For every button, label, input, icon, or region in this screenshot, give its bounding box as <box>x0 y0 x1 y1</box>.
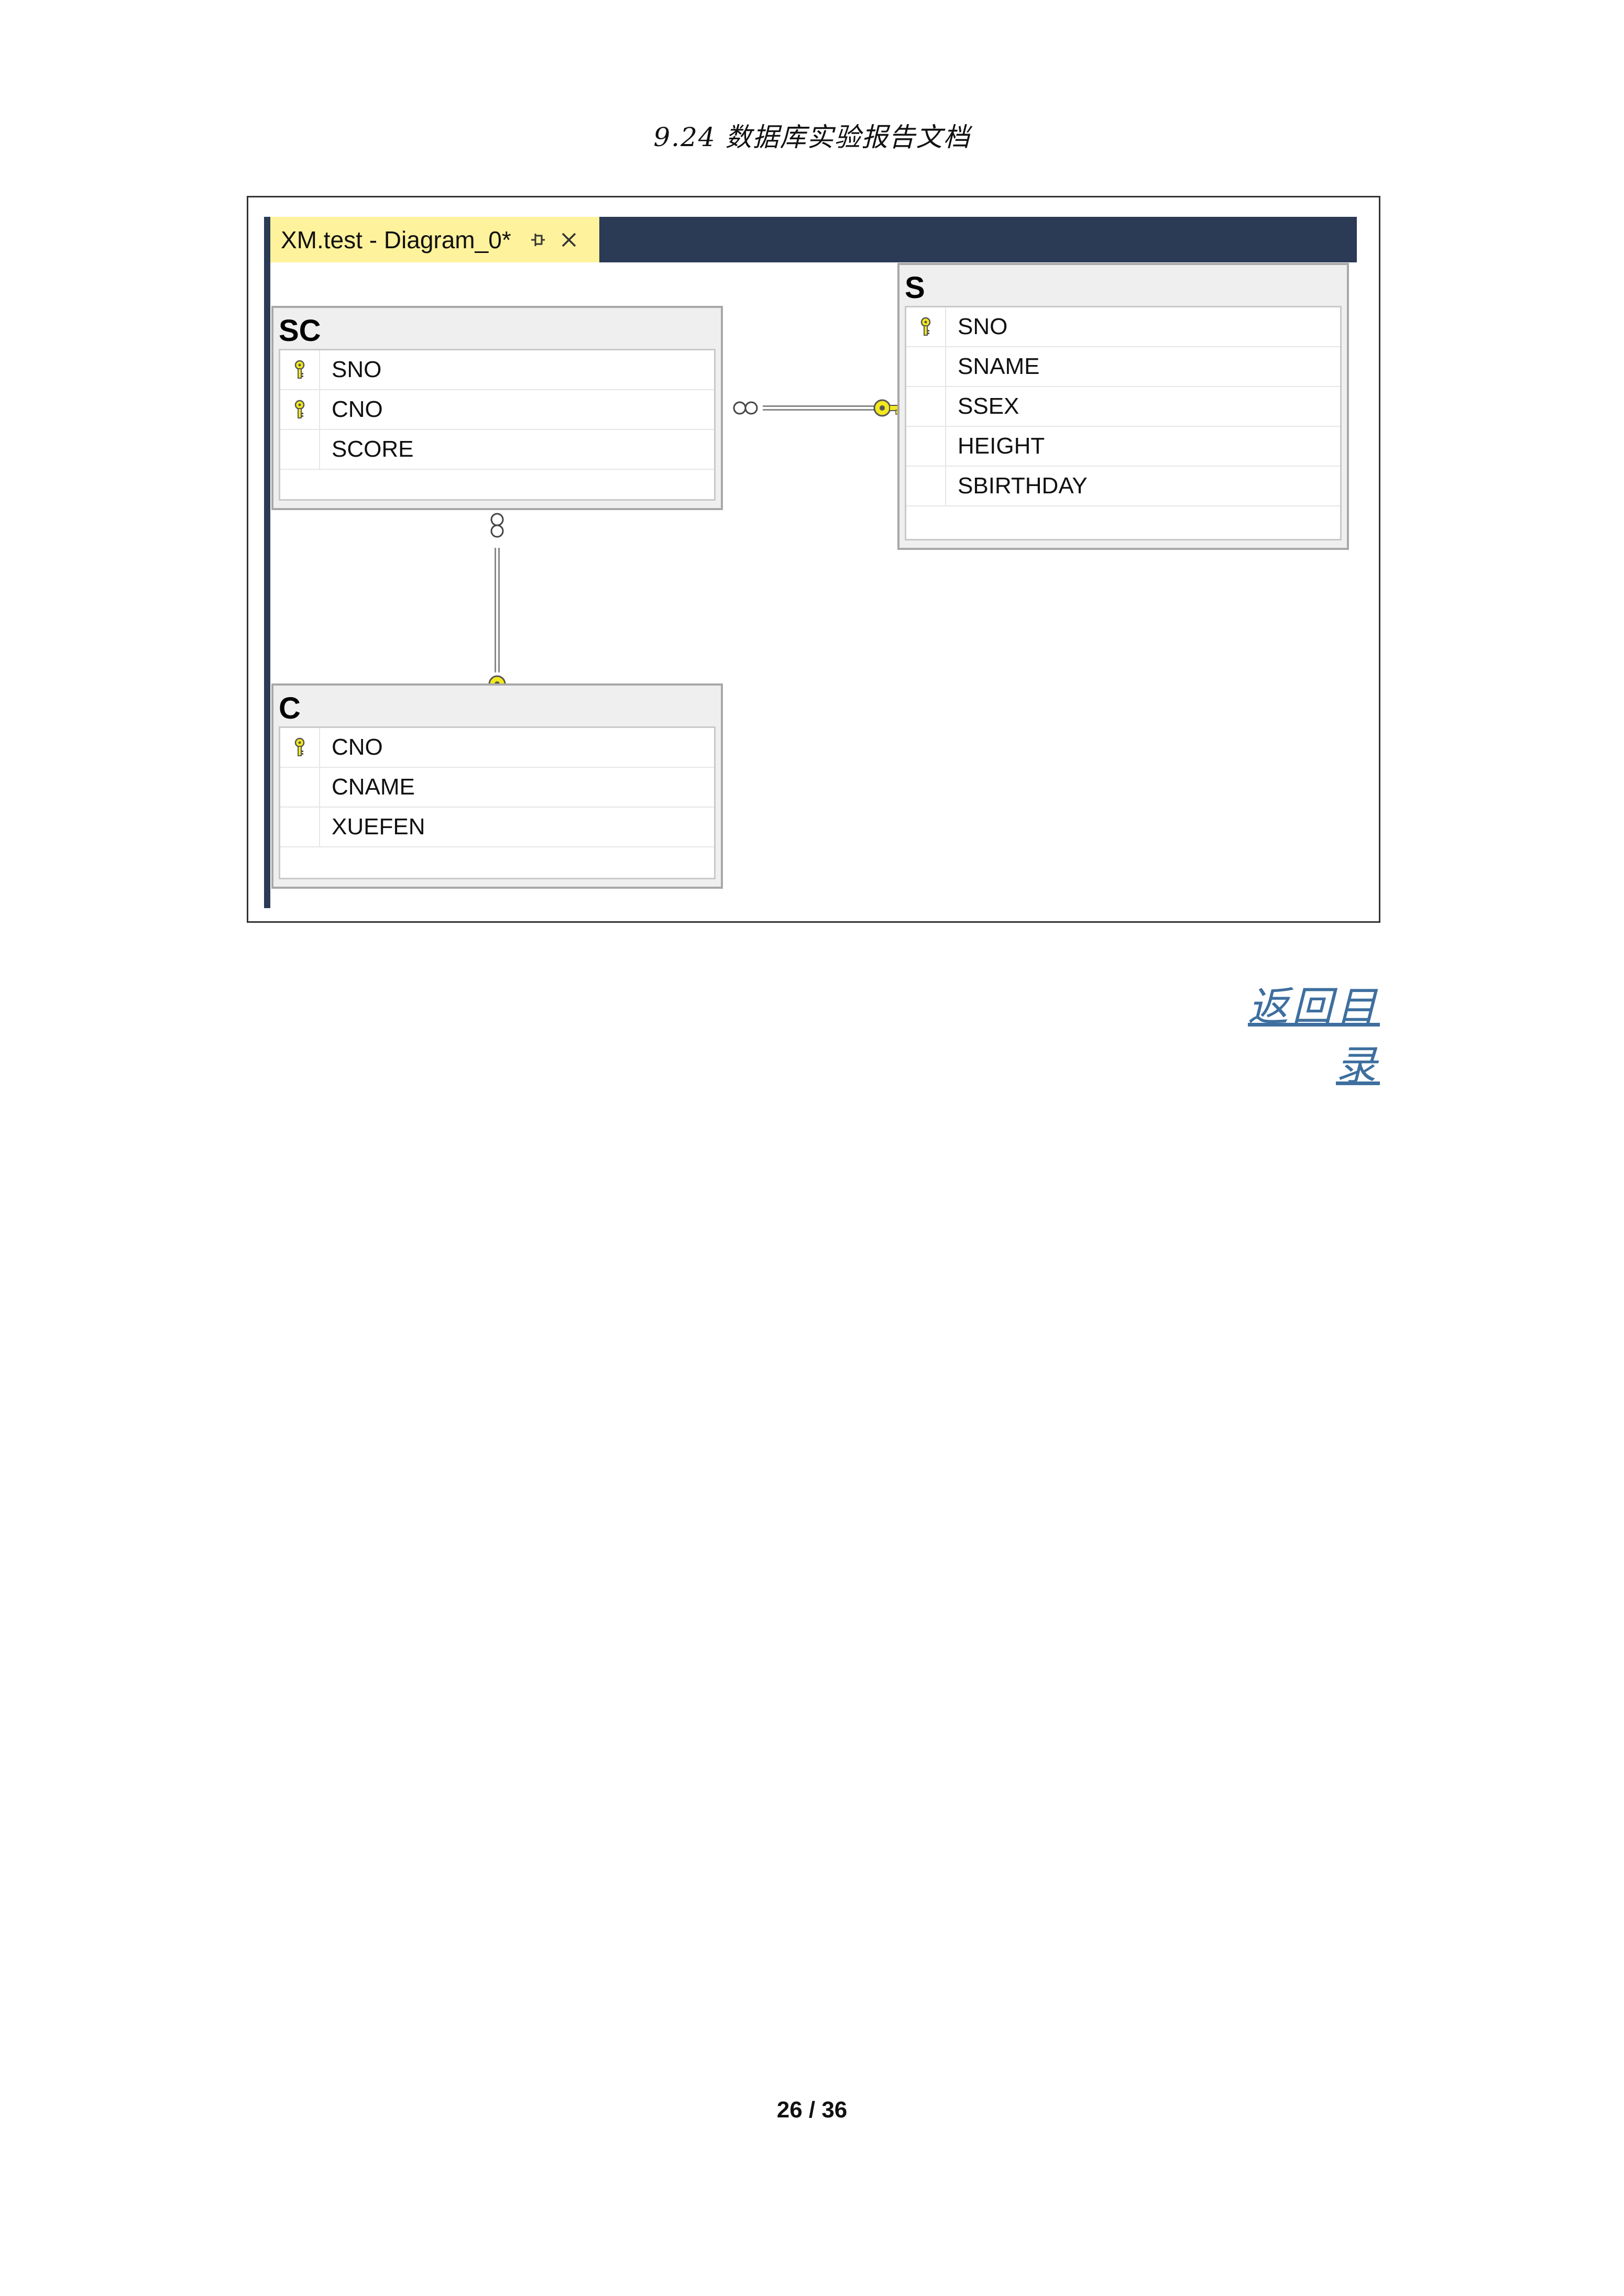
relationship-sc-s[interactable] <box>733 399 905 417</box>
column-name: SNAME <box>958 354 1040 379</box>
column-name: CNAME <box>332 774 415 800</box>
many-end-icon <box>733 401 758 415</box>
page-header-title: 9.24 数据库实验报告文档 <box>653 122 971 152</box>
primary-key-icon <box>294 737 305 756</box>
primary-key-icon <box>294 400 305 418</box>
document-tab-label: XM.test - Diagram_0* <box>281 226 511 253</box>
table-sc[interactable]: SC SNO <box>271 306 723 510</box>
column-name: SNO <box>332 357 382 382</box>
key-cell <box>280 350 320 389</box>
key-cell <box>906 387 946 426</box>
key-cell <box>906 347 946 386</box>
return-to-contents-link[interactable]: 返回目录 <box>1247 984 1380 1089</box>
column-name: CNO <box>332 396 383 422</box>
table-c[interactable]: C CNO CNAME <box>271 683 723 889</box>
relationship-lines <box>488 399 905 707</box>
table-s[interactable]: S SNO SNAME <box>897 263 1349 550</box>
table-title: SC <box>279 314 321 348</box>
pin-icon[interactable] <box>529 231 547 249</box>
column-row[interactable]: SBIRTHDAY <box>906 467 1340 506</box>
column-list: CNO CNAME XUEFEN <box>279 726 716 879</box>
key-cell <box>280 808 320 846</box>
key-cell <box>280 728 320 767</box>
diagram-window: XM.test - Diagram_0* <box>264 217 1357 908</box>
page-number: 26 / 36 <box>776 2097 848 2123</box>
column-name: SCORE <box>332 436 414 462</box>
column-row[interactable]: SSEX <box>906 387 1340 427</box>
key-cell <box>280 390 320 429</box>
column-name: SSEX <box>958 393 1019 419</box>
table-title: C <box>279 691 301 725</box>
many-end-icon <box>490 513 504 538</box>
document-tab[interactable]: XM.test - Diagram_0* <box>270 217 599 262</box>
column-row[interactable]: SCORE <box>280 430 714 470</box>
column-row[interactable]: HEIGHT <box>906 427 1340 467</box>
relationship-sc-c[interactable] <box>488 513 506 707</box>
key-cell <box>906 307 946 346</box>
close-icon[interactable] <box>559 230 578 249</box>
column-row[interactable]: SNO <box>280 350 714 390</box>
window-left-edge <box>264 217 270 908</box>
column-name: SNO <box>958 314 1008 339</box>
column-row[interactable]: SNAME <box>906 347 1340 387</box>
column-row[interactable]: CNAME <box>280 768 714 808</box>
key-cell <box>280 768 320 807</box>
primary-key-icon <box>294 360 305 379</box>
column-name: SBIRTHDAY <box>958 473 1088 499</box>
column-row[interactable]: CNO <box>280 390 714 430</box>
key-cell <box>906 427 946 466</box>
key-cell <box>280 430 320 469</box>
column-name: CNO <box>332 734 383 760</box>
primary-key-icon <box>920 317 931 336</box>
column-row[interactable]: CNO <box>280 728 714 768</box>
key-cell <box>906 467 946 505</box>
column-name: HEIGHT <box>958 433 1045 459</box>
column-name: XUEFEN <box>332 814 425 840</box>
column-row[interactable]: XUEFEN <box>280 808 714 847</box>
diagram-screenshot: XM.test - Diagram_0* <box>247 196 1380 923</box>
column-row[interactable]: SNO <box>906 307 1340 347</box>
column-list: SNO SNAME SSEX HEIGHT SBIRTHDAY <box>905 306 1342 540</box>
table-title: S <box>905 271 925 305</box>
column-list: SNO CNO SC <box>279 349 716 501</box>
